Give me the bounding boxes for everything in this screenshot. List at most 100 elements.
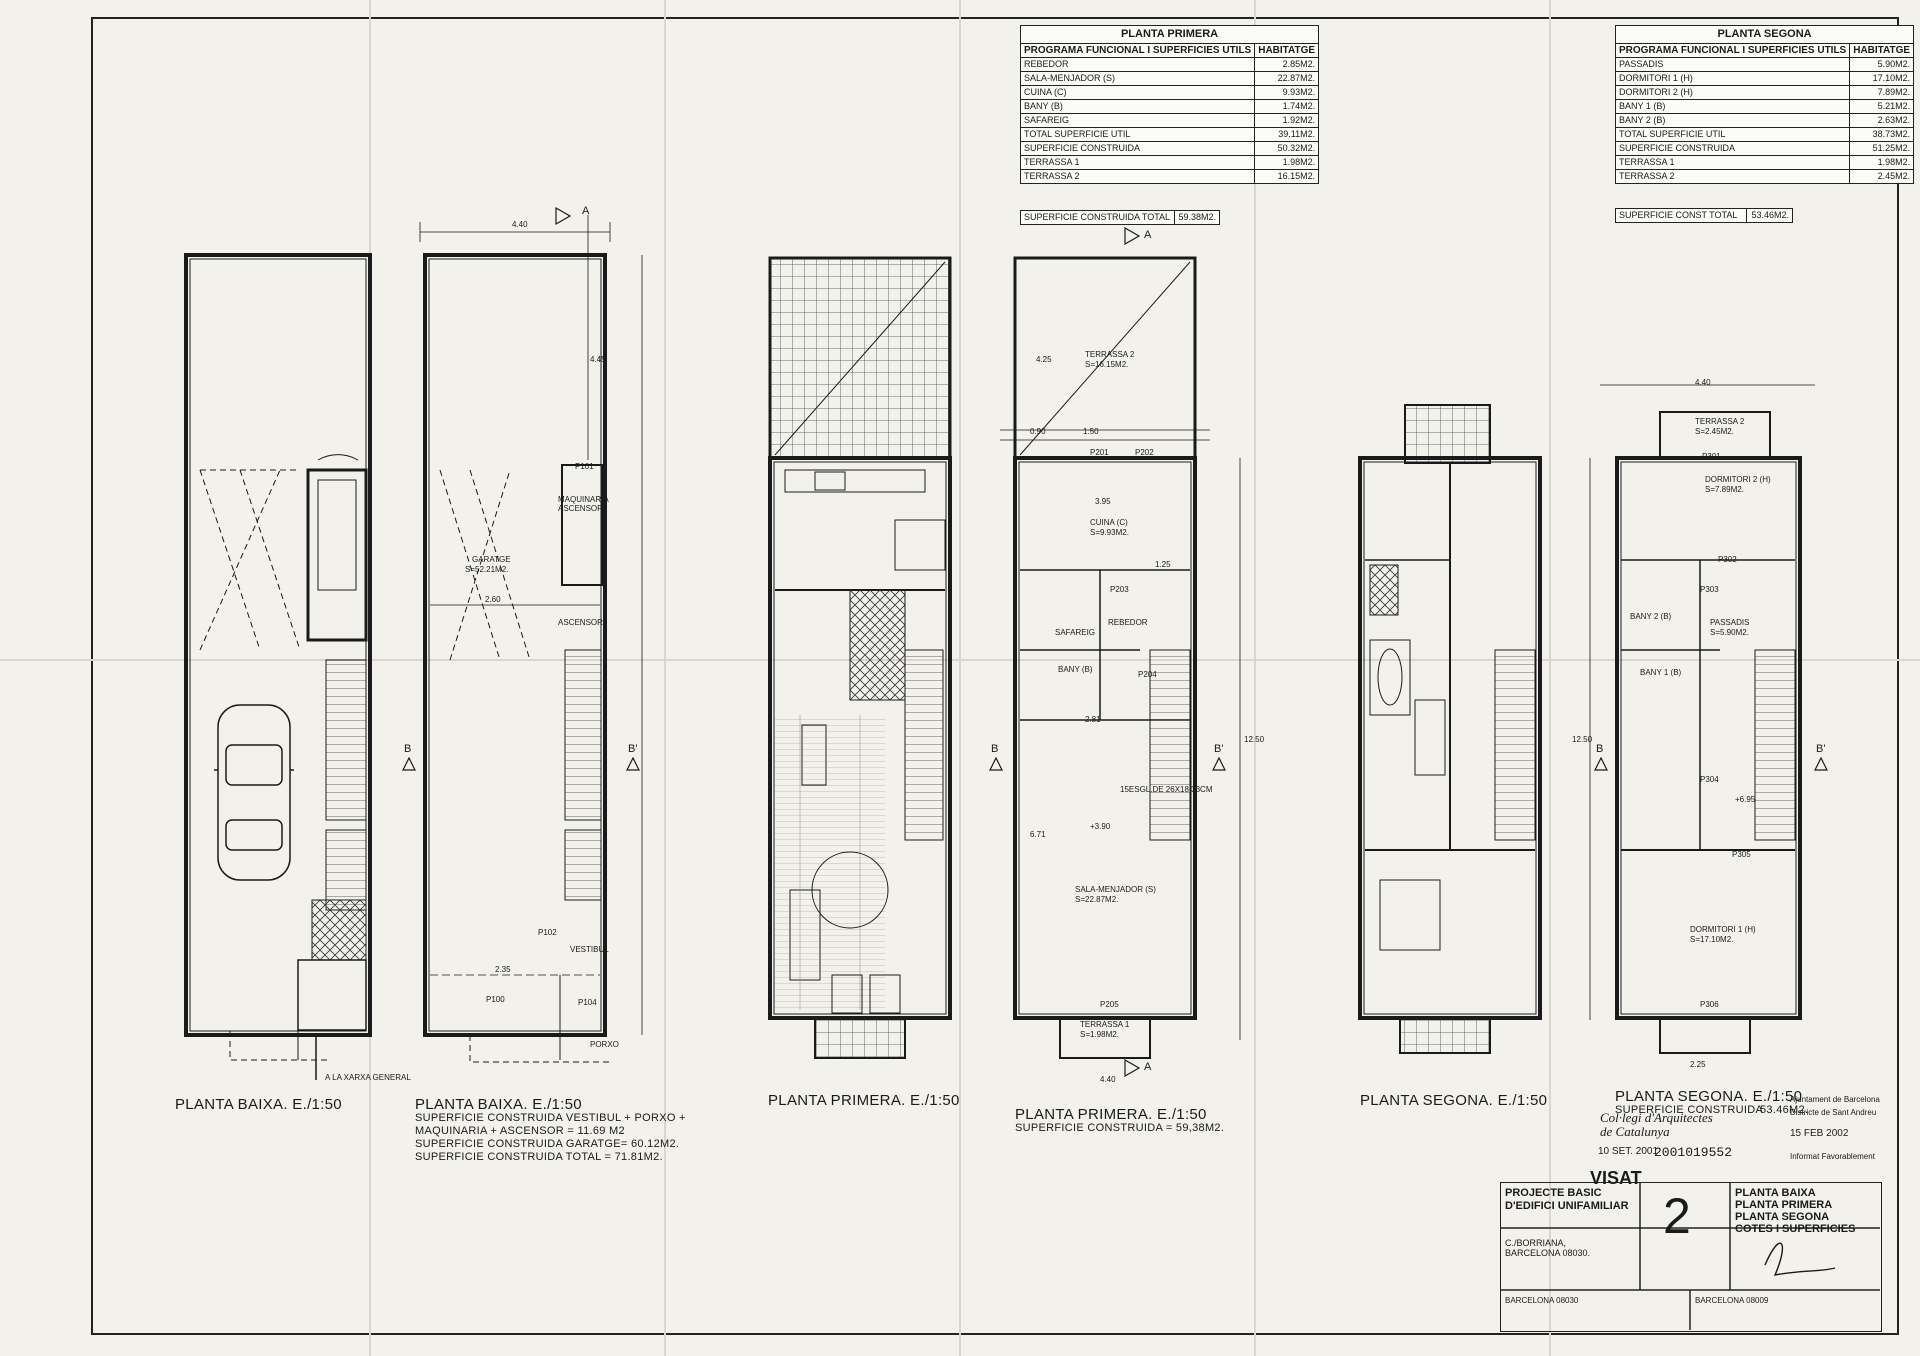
project-address: C./Borriana,: [1505, 1238, 1567, 1248]
table-planta-segona: PLANTA SEGONA PROGRAMA FUNCIONAL I SUPER…: [1614, 25, 1915, 184]
sheet-content: PLANTA PRIMERA: [1735, 1199, 1833, 1211]
room-dormitori1: DORMITORI 1 (H): [1690, 925, 1756, 934]
caption-planta-baixa: PLANTA BAIXA. E./1:50: [175, 1096, 342, 1113]
dimension-width: 4.40: [1100, 1075, 1116, 1084]
section-markers: [402, 756, 1828, 771]
sheet-number: 2: [1663, 1188, 1691, 1244]
door-tag: P202: [1135, 448, 1154, 457]
table-row: BANY (B)1.74M2.: [1019, 99, 1320, 114]
caption-line: SUPERFICIE CONSTRUIDA = 59,38M2.: [1015, 1122, 1225, 1134]
room-area: S=22.87M2.: [1075, 895, 1119, 904]
room-area: S=17.10M2.: [1690, 935, 1734, 944]
table-row: DORMITORI 1 (H)17.10M2.: [1614, 71, 1915, 86]
sheet-border: [91, 17, 1899, 1335]
ajuntament-stamp: Districte de Sant Andreu: [1790, 1108, 1877, 1117]
dimension: 4.45: [590, 355, 606, 364]
room-area: S=5.90M2.: [1710, 628, 1749, 637]
plan-planta-primera: [768, 256, 952, 1059]
room-terrassa2: TERRASSA 2: [1085, 350, 1135, 359]
dimension: 6.71: [1030, 830, 1046, 839]
section-mark-b: B: [404, 743, 412, 755]
dimension: 0.90: [1030, 427, 1046, 436]
project-address: BARCELONA 08030.: [1505, 1248, 1591, 1258]
table-row: CUINA (C)9.93M2.: [1019, 85, 1320, 100]
table-title: PLANTA PRIMERA: [1019, 25, 1320, 44]
table-header-programa: PROGRAMA FUNCIONAL I SUPERFICIES UTILS: [1019, 43, 1256, 58]
dimension: 1.25: [1155, 560, 1171, 569]
caption-planta-primera-cotes: PLANTA PRIMERA. E./1:50: [1015, 1106, 1207, 1123]
room-area: S=7.89M2.: [1705, 485, 1744, 494]
room-area: S=1.98M2.: [1080, 1030, 1119, 1039]
section-mark-b: B: [991, 743, 999, 755]
door-tag: P305: [1732, 850, 1751, 859]
table-header-habitatge: HABITATGE: [1254, 43, 1320, 58]
door-tag: P203: [1110, 585, 1129, 594]
door-tag: P104: [578, 998, 597, 1007]
table-row: BANY 1 (B)5.21M2.: [1614, 99, 1915, 114]
caption-line: SUPERFICIE CONSTRUIDA VESTIBUL + PORXO +: [415, 1112, 686, 1124]
room-garatge: GARATGE: [472, 555, 511, 564]
project-title: D'EDIFICI UNIFAMILIAR: [1505, 1200, 1629, 1212]
plan-planta-segona-cotes: [1589, 384, 1815, 1054]
section-mark-bp: B': [1214, 743, 1224, 755]
dimension: 2.35: [495, 965, 511, 974]
dimension-width: 4.40: [512, 220, 528, 229]
door-tag: P303: [1700, 585, 1719, 594]
door-tag: P204: [1138, 670, 1157, 679]
dimension: 3.95: [1095, 497, 1111, 506]
door-tag: P301: [1702, 452, 1721, 461]
caption-line: SUPERFICIE CONSTRUIDA TOTAL = 71.81M2.: [415, 1151, 663, 1163]
room-terrassa2: TERRASSA 2: [1695, 417, 1745, 426]
coac-stamp-line: de Catalunya: [1600, 1124, 1670, 1139]
caption-planta-baixa-cotes: PLANTA BAIXA. E./1:50: [415, 1096, 582, 1113]
dimension-width: 2.25: [1690, 1060, 1706, 1069]
door-tag: P102: [538, 928, 557, 937]
dimension-width: 4.40: [1695, 378, 1711, 387]
sheet-content: COTES I SUPERFICIES: [1735, 1223, 1856, 1235]
room-terrassa1: TERRASSA 1: [1080, 1020, 1130, 1029]
table-row: BANY 2 (B)2.63M2.: [1614, 113, 1915, 128]
room-area: S=52.21M2.: [465, 565, 509, 574]
dimension: 1.50: [1083, 427, 1099, 436]
door-tag: P100: [486, 995, 505, 1004]
footer-office: BARCELONA 08030: [1505, 1296, 1579, 1305]
door-tag: P304: [1700, 775, 1719, 784]
plan-planta-segona: [1358, 404, 1542, 1054]
caption-line: 53.46M2.: [1760, 1104, 1809, 1116]
visat-mark: VISAT: [1590, 1168, 1642, 1188]
room-maquinaria: MAQUINARIA ASCENSOR: [558, 495, 609, 513]
title-block: PROJECTE BASIC D'EDIFICI UNIFAMILIAR C./…: [1500, 1182, 1882, 1332]
room-area: S=2.45M2.: [1695, 427, 1734, 436]
section-mark-a: A: [582, 205, 590, 217]
room-dormitori2: DORMITORI 2 (H): [1705, 475, 1771, 484]
title-block-lines: [1500, 1182, 1880, 1330]
total-value: 59.38M2.: [1174, 210, 1220, 225]
room-sala: SALA-MENJADOR (S): [1075, 885, 1156, 894]
level-mark: +6.95: [1735, 795, 1756, 804]
signature-mark: [1764, 1242, 1836, 1276]
ajuntament-stamp: Informat Favorablement: [1790, 1152, 1875, 1161]
visat-date: 10 SET. 2001: [1598, 1146, 1659, 1157]
room-escala: 15esgl.de 26x18.33cm: [1120, 785, 1213, 794]
door-tag: P201: [1090, 448, 1109, 457]
caption-planta-primera: PLANTA PRIMERA. E./1:50: [768, 1092, 960, 1109]
plan-planta-baixa-cotes: [419, 206, 643, 1063]
caption-planta-segona: PLANTA SEGONA. E./1:50: [1360, 1092, 1548, 1109]
room-xarxa: A LA XARXA GENERAL: [325, 1073, 411, 1082]
section-mark-b: B: [1596, 743, 1604, 755]
dimension: 2.60: [485, 595, 501, 604]
section-mark-a: A: [1144, 1061, 1152, 1073]
table-row: SALA-MENJADOR (S)22.87M2.: [1019, 71, 1320, 86]
room-bany2: BANY 2 (B): [1630, 612, 1672, 621]
project-title: PROJECTE BASIC: [1505, 1187, 1602, 1199]
door-tag: P205: [1100, 1000, 1119, 1009]
